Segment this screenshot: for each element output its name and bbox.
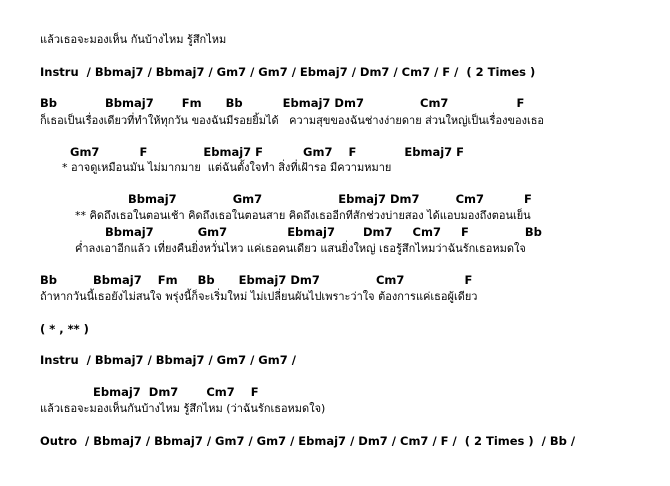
repeat-marker: ( * , ** ) <box>40 322 89 336</box>
verse3-lyric-line: ถ้าหากวันนี้เธอยังไม่สนใจ พรุ่งนี้ก็จะเร… <box>40 290 478 303</box>
hook1-chord-line: Bbmaj7 Gm7 Ebmaj7 Dm7 Cm7 F <box>128 192 532 206</box>
verse2-chord-line: Gm7 F Ebmaj7 F Gm7 F Ebmaj7 F <box>70 145 465 159</box>
ending-lyric-line: แล้วเธอจะมองเห็นกันบ้างไหม รู้สึกไหม (ว่… <box>40 402 326 415</box>
hook2-lyric-line: ค่ำลงเอาอีกแล้ว เที่ยงคืนยิ่งหวั่นไหว แค… <box>75 242 526 255</box>
verse1-lyric-line: ก็เธอเป็นเรื่องเดียวที่ทำให้ทุกวัน ของฉั… <box>40 114 545 127</box>
verse1-chord-line: Bb Bbmaj7 Fm Bb Ebmaj7 Dm7 Cm7 F <box>40 96 525 110</box>
hook2-chord-line: Bbmaj7 Gm7 Ebmaj7 Dm7 Cm7 F Bb <box>105 225 542 239</box>
instru-line: Instru / Bbmaj7 / Bbmaj7 / Gm7 / Gm7 / E… <box>40 65 536 79</box>
hook1-lyric-line: ** คิดถึงเธอในตอนเช้า คิดถึงเธอในตอนสาย … <box>75 209 531 222</box>
intro-lyric-line: แล้วเธอจะมองเห็น กันบ้างไหม รู้สึกไหม <box>40 33 227 46</box>
instru-line-2: Instru / Bbmaj7 / Bbmaj7 / Gm7 / Gm7 / <box>40 353 296 367</box>
verse3-chord-line: Bb Bbmaj7 Fm Bb Ebmaj7 Dm7 Cm7 F <box>40 273 473 287</box>
verse2-lyric-line: * อาจดูเหมือนมัน ไม่มากมาย แต่ฉันตั้งใจท… <box>62 161 392 174</box>
outro-line: Outro / Bbmaj7 / Bbmaj7 / Gm7 / Gm7 / Eb… <box>40 434 576 448</box>
ending-chord-line: Ebmaj7 Dm7 Cm7 F <box>93 385 259 399</box>
